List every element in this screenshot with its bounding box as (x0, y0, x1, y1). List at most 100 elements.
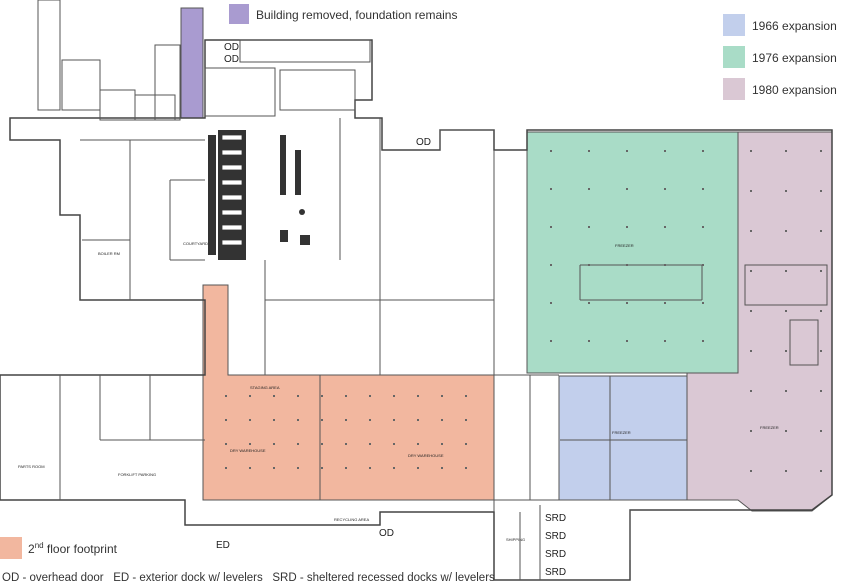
column-marker (441, 467, 443, 469)
column-marker (297, 443, 299, 445)
column-marker (702, 150, 704, 152)
column-marker (820, 430, 822, 432)
column-marker (369, 419, 371, 421)
column-marker (550, 226, 552, 228)
column-marker (785, 430, 787, 432)
column-marker (465, 395, 467, 397)
column-marker (550, 150, 552, 152)
column-marker (702, 188, 704, 190)
column-marker (750, 230, 752, 232)
column-marker (750, 190, 752, 192)
column-marker (785, 390, 787, 392)
column-marker (321, 395, 323, 397)
column-marker (417, 467, 419, 469)
room-label-dry-wh-2: DRY WAREHOUSE (408, 453, 444, 458)
column-marker (321, 467, 323, 469)
room-label-forklift: FORKLIFT PARKING (118, 472, 157, 477)
column-marker (820, 390, 822, 392)
column-marker (785, 190, 787, 192)
column-marker (441, 419, 443, 421)
column-marker (626, 340, 628, 342)
column-marker (750, 470, 752, 472)
footnote: OD - overhead door ED - exterior dock w/… (2, 572, 495, 584)
column-marker (702, 302, 704, 304)
column-marker (820, 190, 822, 192)
legend-swatch-demolished (229, 4, 249, 24)
column-marker (345, 419, 347, 421)
column-marker (550, 188, 552, 190)
column-marker (369, 443, 371, 445)
column-marker (750, 310, 752, 312)
legend-1980-label: 1980 expansion (752, 83, 837, 97)
column-marker (321, 443, 323, 445)
column-marker (393, 467, 395, 469)
column-marker (588, 264, 590, 266)
building-outline (0, 39, 833, 581)
column-marker (664, 340, 666, 342)
column-marker (702, 264, 704, 266)
column-marker (588, 188, 590, 190)
column-marker (297, 419, 299, 421)
column-marker (441, 443, 443, 445)
column-marker (785, 470, 787, 472)
room-label-freezer-1976: FREEZER (615, 243, 634, 248)
column-marker (785, 270, 787, 272)
od-label-4: OD (379, 528, 394, 539)
column-marker (820, 150, 822, 152)
od-label-1: OD (224, 42, 239, 53)
column-marker (785, 230, 787, 232)
column-marker (273, 467, 275, 469)
column-marker (750, 150, 752, 152)
column-marker (820, 310, 822, 312)
column-marker (702, 340, 704, 342)
column-marker (750, 350, 752, 352)
column-marker (273, 395, 275, 397)
legend-1966-label: 1966 expansion (752, 19, 837, 33)
column-marker (664, 188, 666, 190)
od-label-3: OD (416, 137, 431, 148)
column-marker (820, 350, 822, 352)
column-marker (550, 340, 552, 342)
column-marker (345, 395, 347, 397)
srd-label-2: SRD (545, 531, 567, 542)
column-marker (369, 395, 371, 397)
building-removed-area (180, 7, 204, 119)
column-marker (465, 443, 467, 445)
column-marker (225, 395, 227, 397)
column-marker (345, 443, 347, 445)
column-marker (664, 264, 666, 266)
column-marker (664, 302, 666, 304)
column-marker (345, 467, 347, 469)
column-marker (273, 443, 275, 445)
legend-swatch-1976 (723, 46, 745, 68)
column-marker (588, 226, 590, 228)
column-marker (820, 470, 822, 472)
column-marker (321, 419, 323, 421)
srd-label-3: SRD (545, 549, 567, 560)
legend-1976-label: 1976 expansion (752, 51, 837, 65)
column-marker (750, 270, 752, 272)
od-label-2: OD (224, 54, 239, 65)
column-marker (249, 443, 251, 445)
column-marker (820, 270, 822, 272)
room-label-boiler: BOILER RM (98, 251, 121, 256)
column-marker (550, 264, 552, 266)
column-marker (626, 188, 628, 190)
column-marker (626, 264, 628, 266)
legend-swatch-second-floor (0, 537, 22, 559)
room-label-freezer-1980: FREEZER (760, 425, 779, 430)
column-marker (465, 467, 467, 469)
column-marker (702, 226, 704, 228)
column-marker (785, 310, 787, 312)
column-marker (626, 302, 628, 304)
column-marker (588, 150, 590, 152)
column-marker (297, 395, 299, 397)
column-marker (249, 467, 251, 469)
column-marker (225, 419, 227, 421)
column-marker (750, 430, 752, 432)
room-label-dry-wh-1: DRY WAREHOUSE (230, 448, 266, 453)
column-marker (664, 226, 666, 228)
second-floor-area (202, 284, 495, 501)
expansion-1976-area (526, 131, 739, 374)
column-marker (785, 150, 787, 152)
